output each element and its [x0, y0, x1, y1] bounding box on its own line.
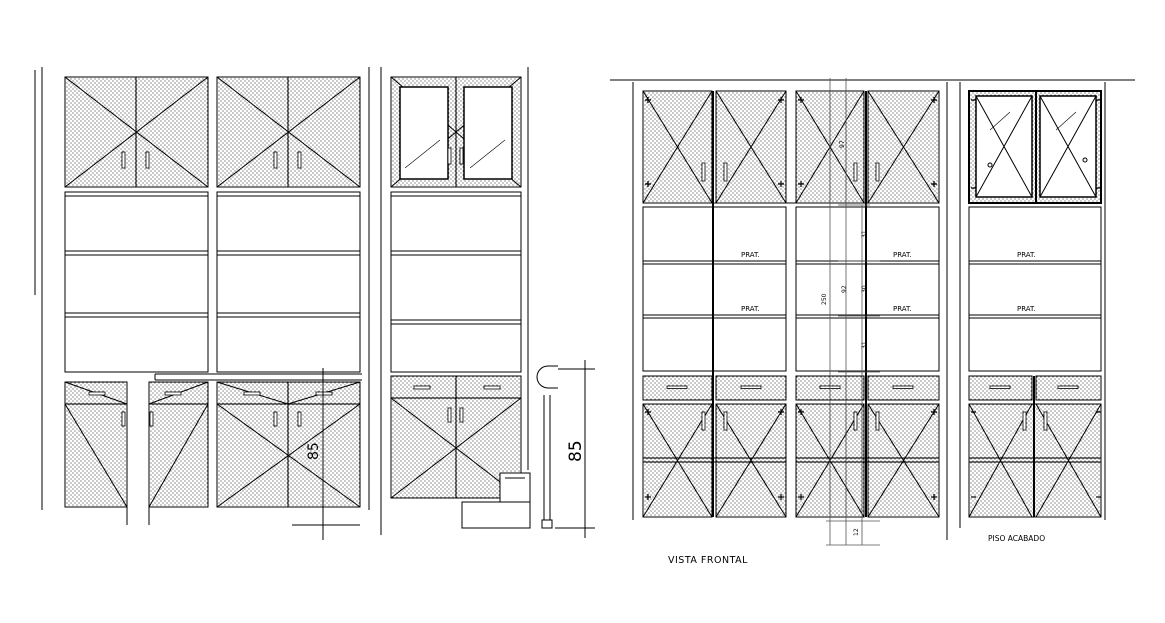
front-right-drawers [968, 375, 1102, 401]
shelf-label: PRAT. [1017, 251, 1036, 259]
front-drawers [642, 375, 940, 401]
dim-250: 250 [821, 293, 828, 305]
front-shelves: PRAT. PRAT. PRAT. PRAT. [642, 206, 940, 372]
shelf-label: PRAT. [741, 305, 760, 313]
dim-85-left: 85 [306, 442, 322, 460]
front-elevation: PRAT. PRAT. PRAT. PRAT. [610, 78, 1135, 566]
shelf-label: PRAT. [1017, 305, 1036, 313]
lower-cabinet-left [64, 381, 209, 525]
dim-31-top: 31 [861, 230, 868, 238]
dim-85-right: 85 [566, 440, 586, 462]
dim-97: 97 [839, 140, 846, 148]
lower-cabinet-center [216, 381, 361, 508]
front-upper-cabinets [642, 90, 940, 204]
shelf-label: PRAT. [893, 251, 912, 259]
center-dimensions: 97 31 250 92 30 31 12 [821, 78, 880, 546]
upper-cabinet-2 [216, 76, 361, 188]
front-right-lower-cabinet [968, 376, 1102, 518]
dim-12: 12 [853, 528, 860, 536]
open-shelves-tall [390, 191, 522, 373]
view-title: VISTA FRONTAL [668, 555, 748, 566]
lower-cabinet-tall [390, 375, 522, 499]
shelf-label: PRAT. [893, 305, 912, 313]
floor-label: PISO ACABADO [988, 534, 1045, 543]
dim-92: 92 [841, 285, 848, 293]
front-right-shelves: PRAT. PRAT. [968, 206, 1102, 372]
front-glass-cabinet [968, 90, 1102, 204]
front-lower-cabinets [642, 403, 940, 518]
upper-cabinet-1 [64, 76, 209, 188]
open-shelves-left [64, 191, 361, 373]
dim-31-bottom: 31 [861, 341, 868, 349]
dim-30: 30 [861, 285, 868, 293]
left-elevation: 85 [34, 67, 595, 540]
shelf-label: PRAT. [741, 251, 760, 259]
glass-upper-cabinet [390, 76, 522, 188]
